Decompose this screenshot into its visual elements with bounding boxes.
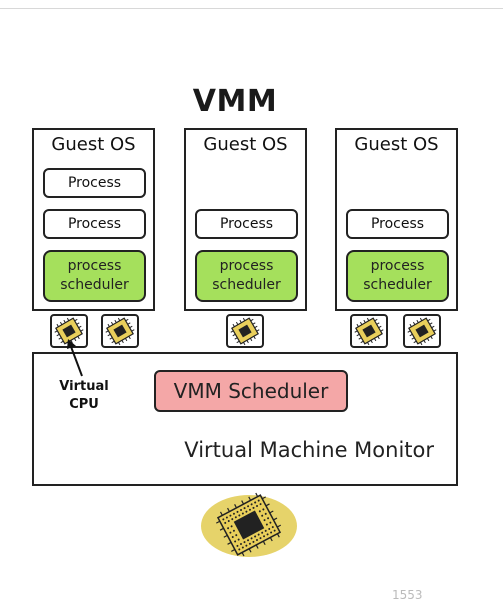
guest-os-title: Guest OS <box>51 134 136 155</box>
virtual-cpu-chip <box>403 314 441 348</box>
virtual-cpu-label-line2: CPU <box>69 397 99 412</box>
cpu-chip-icon <box>103 316 137 346</box>
guest-os-3: Guest OS Process process scheduler <box>335 128 458 311</box>
virtual-cpu-chip <box>101 314 139 348</box>
vmm-label: Virtual Machine Monitor <box>184 438 434 462</box>
arrow-icon <box>67 339 83 377</box>
guest-os-1: Guest OS Process Process process schedul… <box>32 128 155 311</box>
cpu-chip-icon <box>405 316 439 346</box>
vmm-scheduler: VMM Scheduler <box>154 370 348 412</box>
diagram-title: VMM <box>192 84 278 119</box>
process-box: Process <box>346 209 449 239</box>
virtual-cpu-label-line1: Virtual <box>59 379 109 394</box>
virtual-cpu-chip <box>226 314 264 348</box>
guest-os-title: Guest OS <box>354 134 439 155</box>
slide-footer-number: 1553 <box>392 588 423 602</box>
virtual-machine-monitor: VMM Scheduler Virtual Machine Monitor <box>32 352 458 486</box>
cpu-chip-icon <box>352 316 386 346</box>
process-scheduler: process scheduler <box>346 250 449 302</box>
process-box: Process <box>195 209 298 239</box>
top-divider <box>0 8 503 9</box>
process-scheduler: process scheduler <box>43 250 146 302</box>
process-box: Process <box>43 209 146 239</box>
guest-os-2: Guest OS Process process scheduler <box>184 128 307 311</box>
physical-cpu-chip-icon <box>201 492 297 557</box>
process-box: Process <box>43 168 146 198</box>
process-scheduler: process scheduler <box>195 250 298 302</box>
cpu-chip-icon <box>228 316 262 346</box>
guest-os-title: Guest OS <box>203 134 288 155</box>
virtual-cpu-chip <box>350 314 388 348</box>
virtual-cpu-label: Virtual CPU <box>52 378 116 414</box>
